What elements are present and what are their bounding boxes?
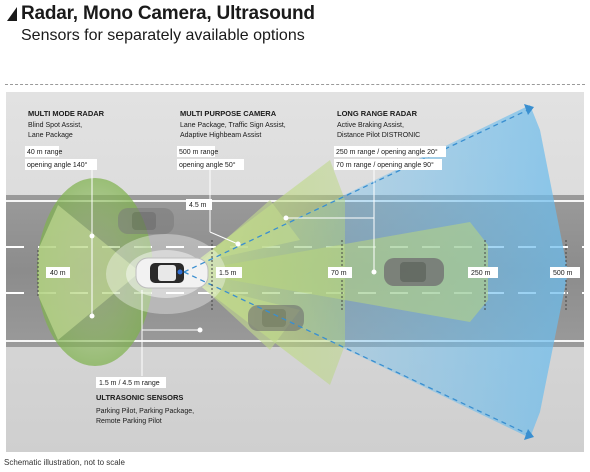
footnote: Schematic illustration, not to scale — [4, 458, 125, 467]
ultrasonic-line-2: Remote Parking Pilot — [96, 418, 162, 425]
svg-text:1.5 m: 1.5 m — [219, 270, 237, 277]
leader-dots — [89, 215, 377, 333]
long-range-radar-heading: LONG RANGE RADAR — [337, 109, 418, 118]
vehicle-upper-left — [118, 208, 174, 234]
rear-radar-wedge — [38, 205, 140, 340]
svg-text:1.5 m / 4.5 m range: 1.5 m / 4.5 m range — [99, 380, 160, 387]
svg-text:40 m range: 40 m range — [27, 149, 63, 156]
multi-mode-radar-heading: MULTI MODE RADAR — [28, 109, 105, 118]
ultrasonic-specs: 1.5 m / 4.5 m range — [96, 377, 166, 388]
svg-text:250 m range / opening angle 20: 250 m range / opening angle 20° — [336, 148, 438, 156]
vehicle-ahead — [384, 258, 444, 286]
multi-purpose-camera-line-1: Lane Package, Traffic Sign Assist, — [180, 122, 286, 129]
camera-ray-upper — [183, 107, 533, 273]
camera-ray-lower — [183, 271, 533, 437]
svg-text:40 m: 40 m — [50, 270, 66, 277]
ego-car — [135, 257, 209, 289]
long-range-radar-line-2: Distance Pilot DISTRONIC — [337, 132, 420, 139]
multi-mode-radar-line-2: Lane Package — [28, 132, 73, 139]
multi-purpose-camera-heading: MULTI PURPOSE CAMERA — [180, 109, 277, 118]
range-label-1-5m: 1.5 m — [216, 267, 242, 278]
multi-mode-radar-line-1: Blind Spot Assist, — [28, 122, 82, 129]
page-title: Radar, Mono Camera, Ultrasound — [21, 3, 315, 24]
front-corner-wedge-upper — [200, 200, 300, 262]
multi-mode-radar-specs: 40 m range opening angle 140° — [25, 146, 97, 170]
svg-text:250 m: 250 m — [471, 270, 491, 277]
svg-text:4.5 m: 4.5 m — [189, 202, 207, 209]
svg-text:opening angle 140°: opening angle 140° — [27, 161, 88, 169]
svg-text:500 m range: 500 m range — [179, 149, 218, 156]
ultrasonic-line-1: Parking Pilot, Parking Package, — [96, 408, 194, 415]
svg-text:opening angle 50°: opening angle 50° — [179, 161, 236, 169]
dashed-divider — [5, 84, 585, 85]
range-label-40m: 40 m — [46, 267, 70, 278]
arrowhead-upper-icon — [524, 104, 534, 115]
vehicle-lower — [248, 305, 304, 331]
range-label-500m: 500 m — [550, 267, 580, 278]
multi-purpose-camera-line-2: Adaptive Highbeam Assist — [180, 132, 261, 139]
page-subtitle: Sensors for separately available options — [21, 27, 305, 44]
range-label-70m: 70 m — [328, 267, 352, 278]
multi-purpose-camera-specs: 500 m range opening angle 50° — [177, 146, 244, 170]
long-range-radar-specs: 250 m range / opening angle 20° 70 m ran… — [334, 146, 446, 170]
svg-text:500 m: 500 m — [553, 270, 573, 277]
range-label-4-5m: 4.5 m — [186, 199, 212, 210]
camera-sensor-dot — [177, 269, 183, 275]
svg-text:70 m: 70 m — [331, 270, 347, 277]
ultrasonic-heading: ULTRASONIC SENSORS — [96, 393, 183, 402]
header: Radar, Mono Camera, Ultrasound Sensors f… — [7, 3, 587, 47]
triangle-icon — [7, 7, 17, 21]
range-label-250m: 250 m — [468, 267, 498, 278]
svg-text:70 m range / opening angle 90°: 70 m range / opening angle 90° — [336, 161, 434, 169]
long-range-radar-line-1: Active Braking Assist, — [337, 122, 404, 129]
arrowhead-lower-icon — [524, 429, 534, 440]
